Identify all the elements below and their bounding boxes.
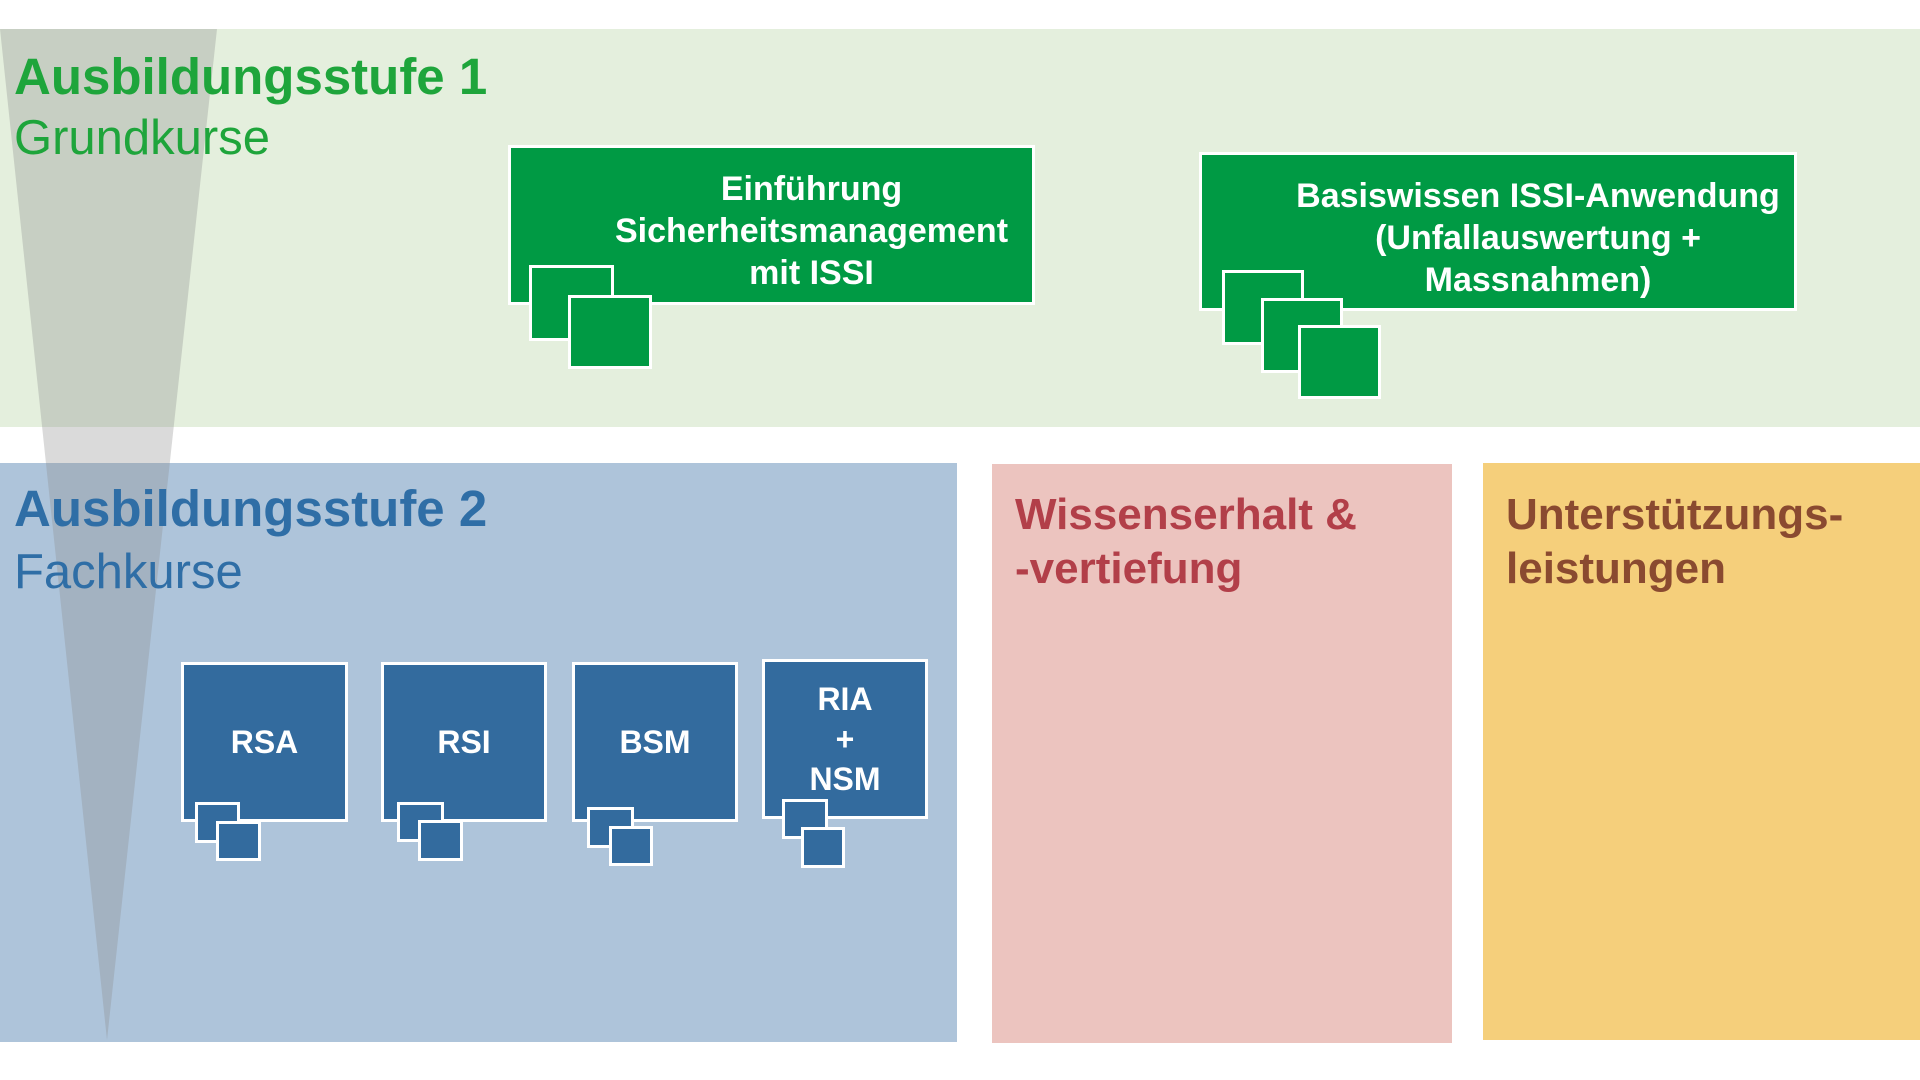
course-title-line: Massnahmen) — [1424, 261, 1652, 299]
stacked-squares-icon — [801, 827, 845, 868]
course-title-line: Einführung — [720, 170, 903, 208]
knowledge-title: Wissenserhalt & -vertiefung — [1015, 488, 1357, 596]
course-title-line: Basiswissen ISSI-Anwendung — [1296, 177, 1780, 215]
course-card-bsm[interactable]: BSM — [572, 662, 738, 822]
course-title-line: RIA — [817, 681, 873, 717]
course-title-line: (Unfallauswertung + — [1375, 219, 1701, 257]
course-card-rsa[interactable]: RSA — [181, 662, 348, 822]
course-card-basiswissen[interactable]: Basiswissen ISSI-Anwendung (Unfallauswer… — [1199, 152, 1797, 311]
support-panel — [1483, 463, 1920, 1040]
stage1-subheading: Grundkurse — [14, 111, 271, 165]
knowledge-panel — [992, 464, 1452, 1043]
course-title-line: RSA — [230, 724, 299, 760]
course-title-line: + — [835, 721, 855, 757]
course-title-line: NSM — [809, 761, 881, 797]
course-card-rsi[interactable]: RSI — [381, 662, 547, 822]
knowledge-title-line: -vertiefung — [1015, 544, 1243, 593]
support-title: Unterstützungs- leistungen — [1506, 488, 1843, 596]
stacked-squares-icon — [216, 821, 261, 861]
stage2-subheading: Fachkurse — [14, 545, 243, 599]
course-card-ria-nsm[interactable]: RIA + NSM — [762, 659, 928, 819]
course-title-line: RSI — [437, 724, 491, 760]
course-title-line: BSM — [619, 724, 691, 760]
stage1-heading: Ausbildungsstufe 1 — [14, 48, 488, 105]
course-title-line: mit ISSI — [749, 254, 874, 292]
support-title-line: leistungen — [1506, 544, 1727, 593]
stacked-squares-icon — [418, 820, 463, 861]
course-title-line: Sicherheitsmanagement — [614, 212, 1009, 250]
knowledge-title-line: Wissenserhalt & — [1015, 490, 1357, 539]
stacked-squares-icon — [568, 295, 652, 369]
stacked-squares-icon — [609, 826, 653, 866]
support-title-line: Unterstützungs- — [1506, 490, 1844, 539]
stacked-squares-icon — [1298, 325, 1381, 399]
stage2-heading: Ausbildungsstufe 2 — [14, 480, 488, 537]
